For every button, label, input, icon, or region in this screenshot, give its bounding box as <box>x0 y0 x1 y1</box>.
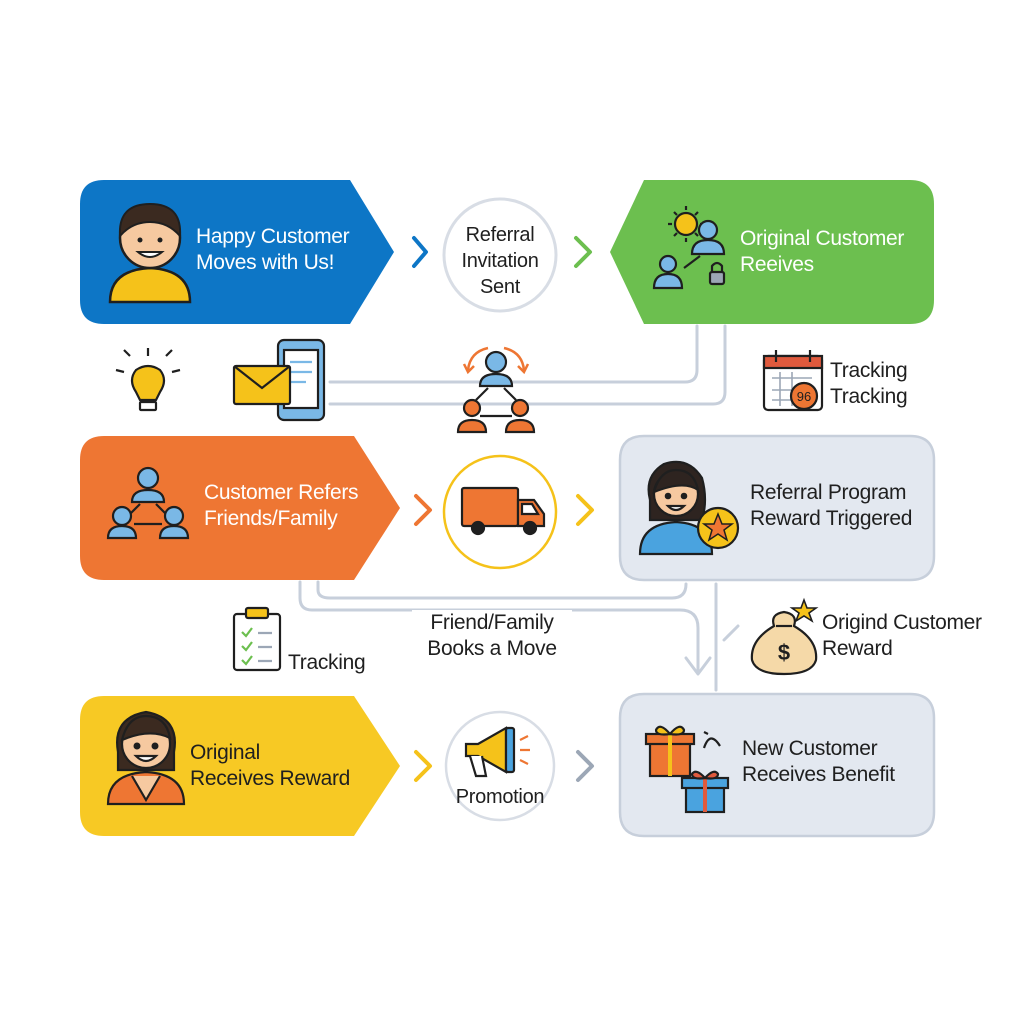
arrow-up-chevron <box>722 624 740 642</box>
label-referral-invitation: Referral Invitation Sent <box>461 224 539 298</box>
label-new-customer-benefit: New Customer Receives Benefit <box>742 737 895 786</box>
people-network-cycle-icon <box>456 346 536 434</box>
label-original-customer-receives: Original Customer Reeives <box>740 227 905 276</box>
woman-avatar-icon <box>106 710 186 806</box>
node-referral-invitation-shape <box>442 197 558 313</box>
arrow-down-chevron <box>684 656 712 676</box>
truck-icon <box>460 486 546 536</box>
calendar-icon <box>762 350 824 412</box>
connector-green-to-email-2 <box>328 324 727 406</box>
label-promotion: Promotion <box>455 786 545 808</box>
chevron-right-icon <box>574 236 592 268</box>
chevron-right-icon <box>414 750 432 782</box>
label-tracking-calendar: Tracking Tracking <box>830 359 908 408</box>
lightbulb-icon <box>115 348 181 412</box>
label-original-customer-reward: Origind Customer Reward <box>822 611 982 660</box>
megaphone-icon <box>464 726 530 778</box>
label-friend-family-books: Friend/Family Books a Move <box>412 610 572 662</box>
connector-orange-to-grey-2 <box>316 580 688 600</box>
label-original-receives-reward: Original Receives Reward <box>190 741 351 790</box>
label-tracking-clipboard: Tracking <box>288 651 366 674</box>
email-phone-icon <box>232 338 326 422</box>
people-network-icon <box>652 206 726 290</box>
dollar-sign: $ <box>778 640 790 665</box>
node-customer-refers-shape <box>80 436 400 580</box>
label-customer-refers: Customer Refers Friends/Family <box>204 481 359 530</box>
gift-boxes-icon <box>644 725 730 814</box>
person-avatar-icon <box>108 202 192 304</box>
chevron-right-icon <box>576 750 594 782</box>
calendar-badge: 96 <box>797 389 811 404</box>
label-happy-customer: Happy Customer Moves with Us! <box>196 225 350 274</box>
group-icon <box>106 466 190 540</box>
woman-with-medal-icon <box>638 460 740 556</box>
chevron-right-icon <box>412 236 428 268</box>
chevron-right-icon <box>414 494 432 526</box>
clipboard-icon <box>232 606 282 672</box>
chevron-right-icon <box>576 494 594 526</box>
money-bag-icon <box>750 597 819 676</box>
label-referral-program-reward: Referral Program Reward Triggered <box>750 481 913 530</box>
connector-green-to-email <box>328 324 699 384</box>
